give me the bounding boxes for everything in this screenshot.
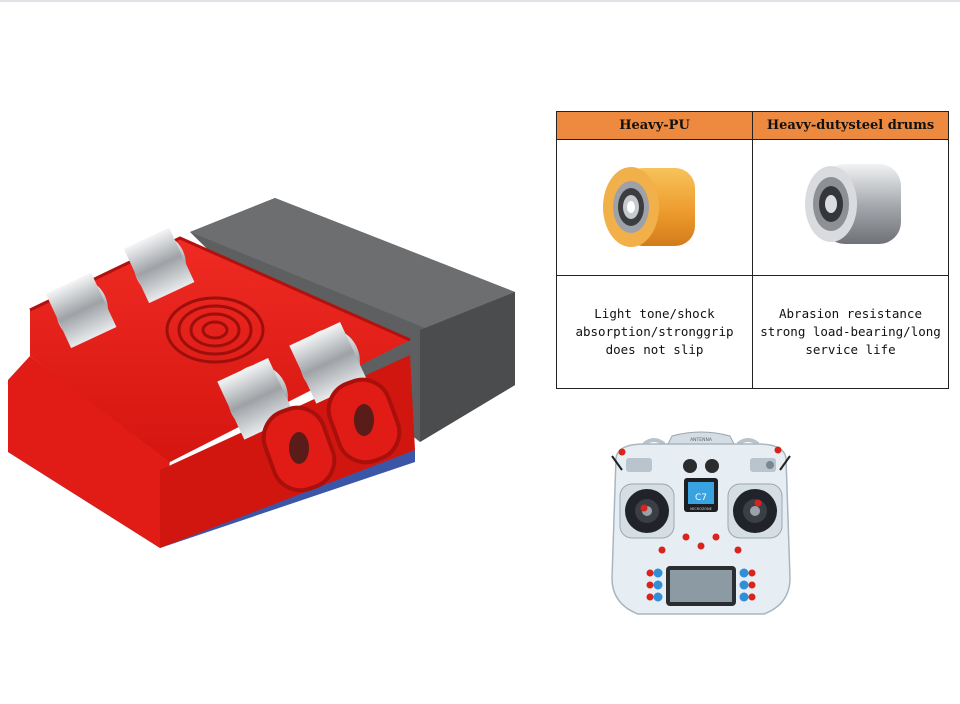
pu-roller-cell: [556, 139, 753, 276]
model-label: C7: [695, 493, 707, 503]
callout-markers: [618, 446, 782, 601]
header-pu: Heavy-PU: [556, 110, 753, 141]
rc-transmitter-image: ANTENNA C7 MICROZONE: [611, 431, 791, 615]
top-divider: [0, 0, 960, 2]
steel-description: Abrasion resistance strong load-bearing/…: [752, 274, 949, 390]
header-steel: Heavy-dutysteel drums: [752, 110, 949, 141]
antenna-label: ANTENNA: [690, 437, 713, 443]
brand-label: MICROZONE: [690, 507, 712, 511]
red-mover-image: [8, 198, 515, 548]
steel-drum-icon: [804, 164, 901, 245]
pu-description: Light tone/shock absorption/stronggrip d…: [556, 274, 753, 390]
roller-comparison-table: Heavy-PU Heavy-dutysteel drums: [556, 110, 949, 390]
steel-drum-cell: [752, 139, 949, 276]
pu-roller-icon: [602, 167, 695, 248]
